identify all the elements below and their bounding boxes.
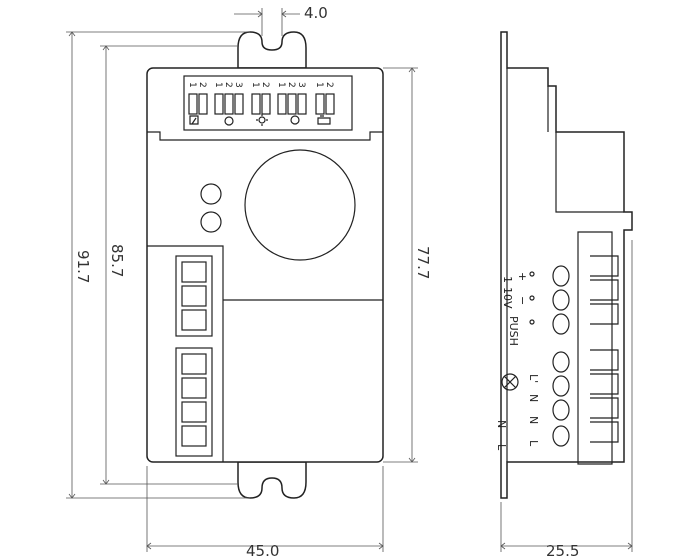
terminal-markers xyxy=(529,271,535,325)
dip-panel-edge xyxy=(147,131,383,141)
dip-number: 1 xyxy=(187,82,197,88)
dip-switch xyxy=(287,93,297,115)
dimming-icon xyxy=(290,115,300,125)
screw-holes xyxy=(552,265,570,447)
wiring-labels: + − 1-10V PUSH L' N N L N L xyxy=(495,272,540,451)
dip-number: 1 xyxy=(250,82,260,88)
dimension-depth: 25.5 xyxy=(500,240,633,560)
dip-number: 2 xyxy=(223,82,233,88)
dim-body-height-label: 85.7 xyxy=(108,244,126,277)
dimension-top-gap: 4.0 xyxy=(234,4,328,36)
dip-number: 2 xyxy=(324,82,334,88)
label-l2: L xyxy=(495,444,508,451)
dim-inner-height-label: 77.7 xyxy=(414,246,432,279)
daylight-icon xyxy=(256,114,268,126)
label-n2: N xyxy=(527,416,540,424)
dip-number: 2 xyxy=(260,82,270,88)
dip-switch xyxy=(198,93,208,115)
dip-number: 3 xyxy=(233,82,243,88)
dip-function-icons xyxy=(189,114,331,126)
indicator-led xyxy=(200,211,222,233)
dip-number: 3 xyxy=(296,82,306,88)
dip-number: 2 xyxy=(197,82,207,88)
sensor-lens xyxy=(244,149,356,261)
dip-number: 1 xyxy=(213,82,223,88)
top-mounting-ear xyxy=(237,31,307,69)
dip-number: 1 xyxy=(314,82,324,88)
terminal-cover xyxy=(147,245,383,462)
dim-depth-label: 25.5 xyxy=(546,542,579,560)
side-terminal-teeth xyxy=(590,255,619,443)
dip-switch xyxy=(234,93,244,115)
dimension-inner-height: 77.7 xyxy=(383,67,432,463)
lamp-symbol-icon xyxy=(501,373,519,391)
dip-switch-panel xyxy=(183,75,353,131)
label-n3: N xyxy=(495,420,508,428)
label-push: PUSH xyxy=(507,316,520,346)
dip-number-labels: 1 2 1 2 3 1 2 1 2 3 1 2 xyxy=(187,82,334,88)
dip-switch xyxy=(277,93,287,115)
dip-switch xyxy=(261,93,271,115)
label-1-10v: 1-10V xyxy=(501,276,514,309)
dip-switch xyxy=(224,93,234,115)
terminal-slots xyxy=(181,261,207,447)
dip-switch xyxy=(325,93,335,115)
dim-width-label: 45.0 xyxy=(246,542,279,560)
dim-top-gap-label: 4.0 xyxy=(304,4,328,22)
dip-switch xyxy=(315,93,325,115)
sensitivity-icon xyxy=(224,116,234,126)
dip-switch xyxy=(251,93,261,115)
bottom-mounting-ear xyxy=(237,461,307,499)
dimension-width: 45.0 xyxy=(146,466,384,560)
terminal-block-upper xyxy=(175,255,213,337)
dimension-overall-height: 91.7 xyxy=(66,31,250,499)
dip-switch xyxy=(297,93,307,115)
side-terminal-profile xyxy=(577,231,613,465)
hold-time-icon xyxy=(189,115,199,125)
dimension-body-height: 85.7 xyxy=(100,45,238,485)
label-plus: + xyxy=(516,272,529,281)
dim-overall-height-label: 91.7 xyxy=(74,250,92,283)
label-n1: N xyxy=(527,394,540,402)
standby-icon xyxy=(317,115,331,125)
dip-switch xyxy=(214,93,224,115)
label-l: L xyxy=(527,440,540,447)
side-inner-edge xyxy=(506,68,624,462)
indicator-led xyxy=(200,183,222,205)
label-minus: − xyxy=(516,296,529,305)
label-l-prime: L' xyxy=(527,374,540,383)
dip-switches xyxy=(188,93,335,115)
dip-switch xyxy=(188,93,198,115)
dip-number: 2 xyxy=(286,82,296,88)
terminal-block-lower xyxy=(175,347,213,457)
dip-number: 1 xyxy=(276,82,286,88)
